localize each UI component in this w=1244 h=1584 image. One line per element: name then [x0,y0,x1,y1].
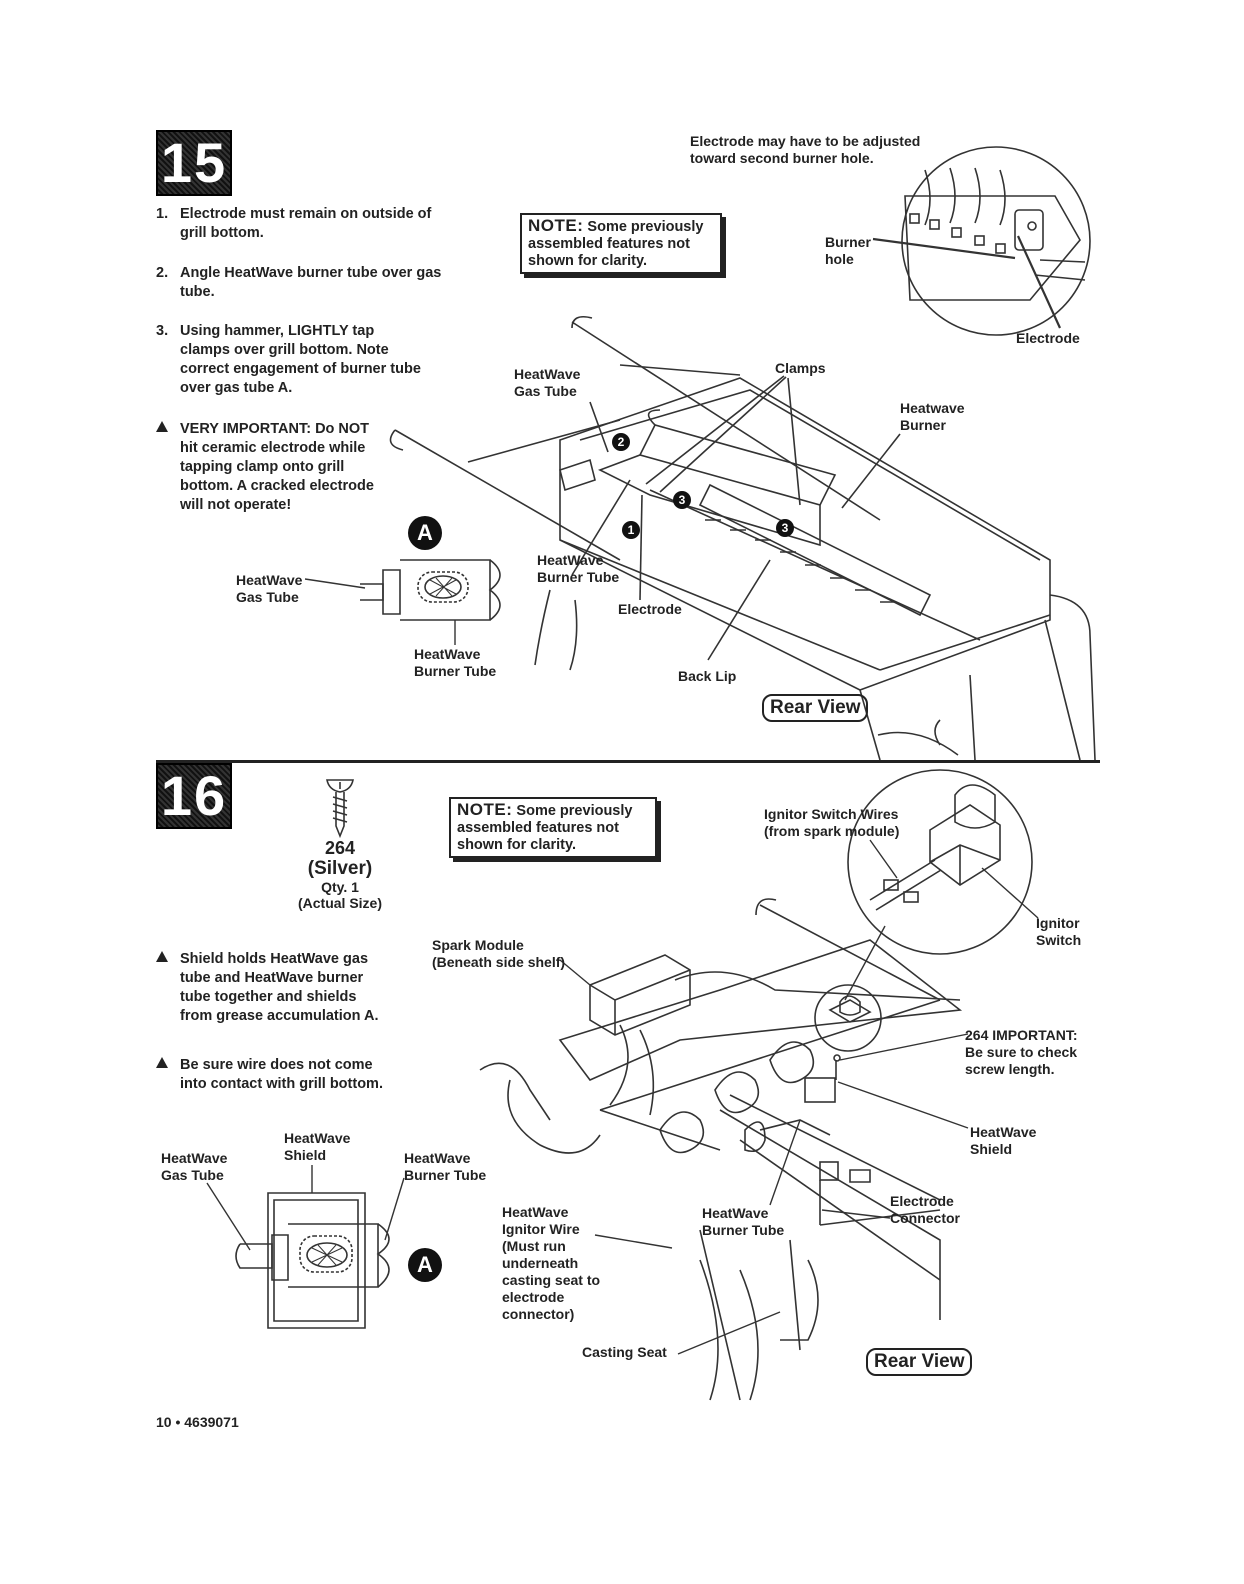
heatwave-shield-label: HeatWave Shield [970,1124,1037,1157]
part-finish: (Silver) [307,858,373,879]
heatwave-gas-tube-label: HeatWave Gas Tube [514,366,581,399]
step-15-instruction-2: 2. Angle HeatWave burner tube over gas t… [156,264,446,302]
instruction-text: Angle HeatWave burner tube over gas tube… [180,265,442,300]
detail-shield-label: HeatWave Shield [284,1130,351,1163]
electrode-connector-label: Electrode Connector [890,1193,960,1226]
callout-1-badge: 1 [622,521,640,539]
step-16-rear-view: Rear View [866,1348,973,1376]
step-15-instruction-1: 1. Electrode must remain on outside of g… [156,205,446,243]
note-label: NOTE: [457,800,513,819]
grill-ignitor-drawing [479,898,969,1401]
note-text: Some previously assembled features not s… [457,803,633,853]
grill-bottom-drawing [389,315,1096,761]
heatwave-ignitor-wire-label: HeatWave Ignitor Wire (Must run undernea… [502,1204,601,1322]
step-16-warning-2: Be sure wire does not come into contact … [156,1056,396,1094]
burner-hole-label: Burner hole [825,234,871,267]
instruction-text: Using hammer, LIGHTLY tap clamps over gr… [180,323,421,396]
warning-text: VERY IMPORTANT: Do NOT hit ceramic elect… [180,421,374,513]
detail-a-shield-drawing [206,1165,405,1329]
ignitor-switch-inset [847,769,1039,955]
electrode-adjust-note: Electrode may have to be adjusted toward… [690,133,921,166]
warning-icon [156,1056,168,1075]
warning-text: Shield holds HeatWave gas tube and HeatW… [180,951,379,1024]
part-id: 264 [324,838,356,858]
warning-text: Be sure wire does not come into contact … [180,1057,383,1092]
callout-2-badge: 2 [612,433,630,451]
step-15-badge: 15 [156,130,232,196]
screw-264-drawing [326,779,354,839]
instruction-number: 3. [156,323,169,339]
electrode-label: Electrode [618,601,682,617]
warning-icon [156,420,168,439]
instruction-number: 1. [156,206,169,222]
step-15-instruction-3: 3. Using hammer, LIGHTLY tap clamps over… [156,322,426,398]
back-lip-label: Back Lip [678,668,737,684]
step-16-note: NOTE: Some previously assembled features… [449,797,657,858]
detail-gas-tube-label: HeatWave Gas Tube [236,572,303,605]
callout-3-badge: 3 [673,491,691,509]
callout-a-badge: A [408,1248,442,1282]
step-16-warning-1: Shield holds HeatWave gas tube and HeatW… [156,950,386,1026]
screw-note-label: 264 IMPORTANT: Be sure to check screw le… [965,1027,1078,1077]
detail-gas-tube-label: HeatWave Gas Tube [161,1150,228,1183]
detail-burner-tube-label: HeatWave Burner Tube [414,646,497,679]
instruction-text: Electrode must remain on outside of gril… [180,206,432,241]
part-size: (Actual Size) [297,895,382,911]
part-qty: Qty. 1 [321,879,359,895]
step-16-badge: 16 [156,763,232,829]
spark-module-label: Spark Module (Beneath side shelf) [432,937,566,970]
step-15-rear-view: Rear View [762,694,869,722]
detail-a-drawing [304,559,501,645]
warning-icon [156,950,168,969]
note-text: Some previously assembled features not s… [528,219,704,269]
callout-a-badge: A [408,516,442,550]
detail-burner-tube-label: HeatWave Burner Tube [404,1150,487,1183]
step-15-warning: VERY IMPORTANT: Do NOT hit ceramic elect… [156,420,374,515]
ignitor-switch-wires-label: Ignitor Switch Wires (from spark module) [764,806,900,839]
part-264-info: 264 (Silver) Qty. 1 (Actual Size) [290,838,390,912]
page-footer: 10 • 4639071 [156,1414,239,1430]
step-15-note: NOTE: Some previously assembled features… [520,213,722,274]
instruction-number: 2. [156,265,169,281]
casting-seat-label: Casting Seat [582,1344,667,1360]
note-label: NOTE: [528,216,584,235]
step-divider [156,760,1100,763]
heatwave-burner-tube-label: HeatWave Burner Tube [702,1205,785,1238]
heatwave-burner-label: Heatwave Burner [900,400,965,433]
ignitor-switch-label: Ignitor Switch [1036,915,1082,948]
callout-3-badge: 3 [776,519,794,537]
heatwave-burner-tube-label: HeatWave Burner Tube [537,552,620,585]
clamps-label: Clamps [775,360,826,376]
electrode-inset-label: Electrode [1016,330,1080,346]
burner-hole-inset [872,146,1091,336]
